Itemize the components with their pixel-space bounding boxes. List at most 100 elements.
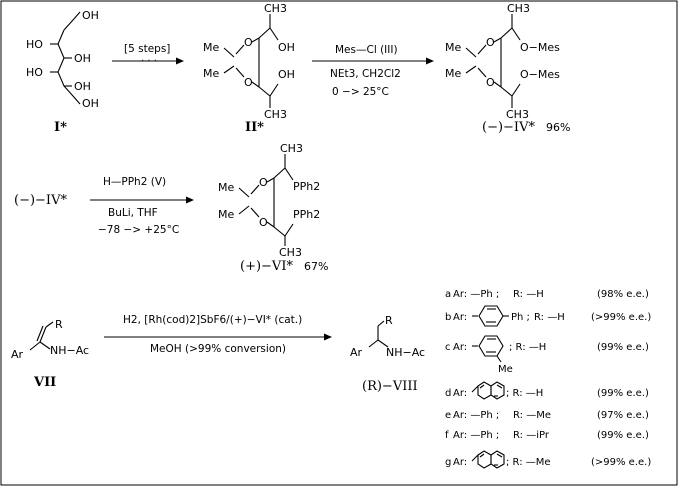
condition-text: H—PPh2 (V) <box>103 176 166 188</box>
compound-II: Me Me O O CH3 OH OH CH3 II* <box>203 2 295 135</box>
label-text: (99% e.e.) <box>597 388 649 399</box>
compound-label: VII <box>33 375 56 390</box>
label-text: R: —H <box>534 312 565 323</box>
bond <box>63 11 81 31</box>
group-oh: OH <box>82 97 99 110</box>
group-ch3: CH3 <box>280 142 303 155</box>
ring-oxygen: O <box>486 76 495 89</box>
group-r: R <box>55 318 63 331</box>
group-oh: OH <box>278 68 295 81</box>
arrow-step-4: H2, [Rh(cod)2]SbF6/(+)−VI* (cat.) MeOH (… <box>104 314 332 355</box>
group-nhac: NH−Ac <box>386 346 425 359</box>
group-me: Me <box>218 208 234 221</box>
condition-text: [5 steps] <box>124 43 170 55</box>
group-ch3: CH3 <box>507 2 530 15</box>
label-text: (>99% e.e.) <box>591 457 651 468</box>
label-text: f <box>445 430 449 441</box>
label-text: (99% e.e.) <box>597 430 649 441</box>
label-text: R: —H <box>513 289 544 300</box>
group-ch3: CH3 <box>264 108 287 121</box>
group-oh: OH <box>74 80 91 93</box>
condition-text: Mes—Cl (III) <box>335 44 398 56</box>
substrate-table: a Ar: —Ph ; R: —H (98% e.e.) b Ar: Ph ; … <box>445 289 651 469</box>
condition-text: BuLi, THF <box>108 207 158 219</box>
group-ar: Ar <box>11 348 24 361</box>
compound-VIII: R Ar NH−Ac (R)−VIII <box>350 314 425 394</box>
ring-oxygen: O <box>259 176 268 189</box>
naphthyl-ring-icon <box>471 450 505 469</box>
label-text: Ar: —Ph ; <box>453 430 499 441</box>
compound-label: (−)−IV* <box>482 120 535 135</box>
label-text: (99% e.e.) <box>597 342 649 353</box>
compound-VI: Me Me O O CH3 PPh2 PPh2 CH3 (+)−VI* 67% <box>218 142 328 274</box>
label-text: R: —Me <box>513 410 551 421</box>
compound-label: II* <box>245 120 264 135</box>
label-text: Ar: <box>453 342 467 353</box>
group-r: R <box>385 314 393 327</box>
label-text: Ar: —Ph ; <box>453 289 499 300</box>
ring-oxygen: O <box>259 216 268 229</box>
label-text: (>99% e.e.) <box>591 312 651 323</box>
label-text: Ph ; <box>511 312 530 323</box>
label-text: d <box>445 388 451 399</box>
label-text: e <box>445 410 451 421</box>
group-ch3: CH3 <box>279 246 302 259</box>
substrate-row-g: g Ar: ; R: —Me (>99% e.e.) <box>445 450 651 469</box>
arrow-step-2: Mes—Cl (III) NEt3, CH2Cl2 0 −> 25°C <box>312 44 434 98</box>
arrow-step-3: H—PPh2 (V) BuLi, THF −78 −> +25°C <box>90 176 194 236</box>
group-ho: HO <box>26 66 43 79</box>
substrate-row-c: c Ar: Me ; R: —H (99% e.e.) <box>445 335 649 375</box>
group-oh: OH <box>74 52 91 65</box>
yield-value: 67% <box>304 260 328 273</box>
label-text: a <box>445 289 451 300</box>
group-omes: O−Mes <box>520 68 560 81</box>
compound-I: OH HO OH HO OH OH I* <box>26 9 99 135</box>
naphthyl-ring-icon <box>471 381 505 400</box>
condition-text: NEt3, CH2Cl2 <box>330 68 401 80</box>
group-me: Me <box>445 41 461 54</box>
benzene-ring-icon <box>472 305 509 327</box>
label-text: (97% e.e.) <box>597 410 649 421</box>
condition-text: · · · <box>141 56 157 67</box>
label-text: (98% e.e.) <box>597 289 649 300</box>
compound-label: (R)−VIII <box>362 379 418 394</box>
compound-label: (−)−IV* <box>14 193 67 208</box>
group-ch3: CH3 <box>264 2 287 15</box>
substrate-row-f: f Ar: —Ph ; R: —iPr (99% e.e.) <box>445 430 649 441</box>
group-ar: Ar <box>350 346 363 359</box>
substrate-row-b: b Ar: Ph ; R: —H (>99% e.e.) <box>445 305 651 327</box>
group-pph2: PPh2 <box>293 208 320 221</box>
substrate-row-e: e Ar: —Ph ; R: —Me (97% e.e.) <box>445 410 649 421</box>
tolyl-ring-icon <box>472 335 504 363</box>
group-pph2: PPh2 <box>293 180 320 193</box>
compound-label: (+)−VI* <box>240 259 293 274</box>
substrate-row-a: a Ar: —Ph ; R: —H (98% e.e.) <box>445 289 649 300</box>
label-text: ; R: —H <box>506 388 543 399</box>
label-text: ; R: —Me <box>506 457 551 468</box>
substrate-row-d: d Ar: ; R: —H (99% e.e.) <box>445 381 649 400</box>
label-text: Ar: <box>453 388 467 399</box>
group-ch3: CH3 <box>506 108 529 121</box>
group-oh: OH <box>278 41 295 54</box>
label-text: Ar: —Ph ; <box>453 410 499 421</box>
ring-oxygen: O <box>244 36 253 49</box>
arrow-step-1: [5 steps] · · · <box>112 43 184 67</box>
condition-text: 0 −> 25°C <box>332 86 389 98</box>
label-text: b <box>445 312 451 323</box>
ring-oxygen: O <box>244 76 253 89</box>
condition-text: MeOH (>99% conversion) <box>150 343 286 355</box>
label-text: c <box>445 342 451 353</box>
compound-VII: R Ar NH−Ac VII <box>11 318 89 390</box>
label-text: Ar: <box>453 457 467 468</box>
group-nhac: NH−Ac <box>50 344 89 357</box>
compound-IV: Me Me O O CH3 O−Mes O−Mes CH3 (−)−IV* 96… <box>445 2 570 135</box>
label-text: Me <box>498 364 513 375</box>
group-ho: HO <box>26 38 43 51</box>
group-me: Me <box>445 67 461 80</box>
label-text: Ar: <box>453 312 467 323</box>
condition-text: H2, [Rh(cod)2]SbF6/(+)−VI* (cat.) <box>123 314 302 326</box>
ring-oxygen: O <box>486 36 495 49</box>
